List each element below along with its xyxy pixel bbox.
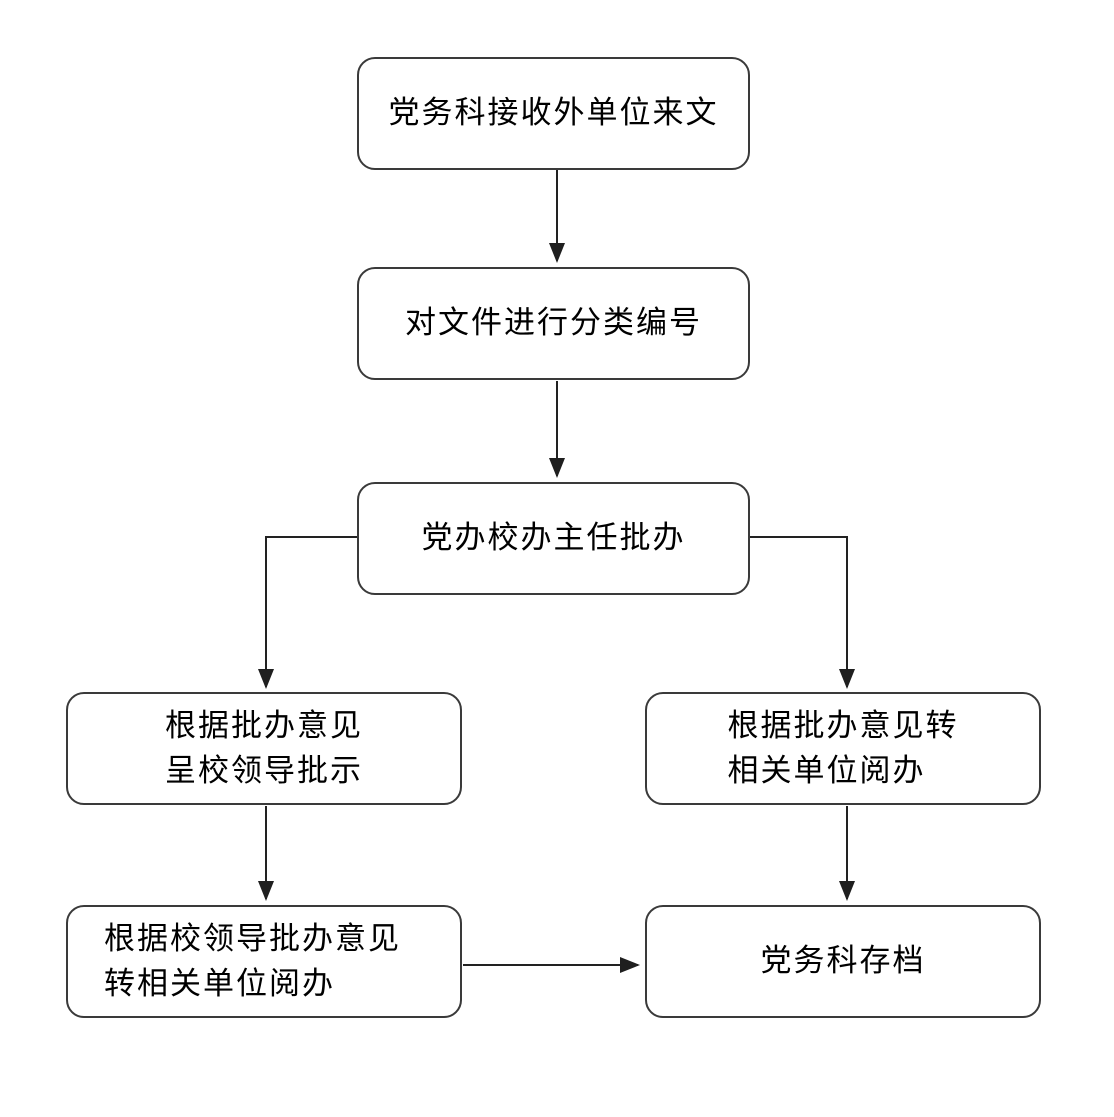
node-label: 对文件进行分类编号	[405, 305, 702, 341]
arrow-director-review-to-submit-leaders	[258, 536, 357, 689]
node-classify-number: 对文件进行分类编号	[357, 267, 750, 380]
node-label: 根据批办意见转 相关单位阅办	[727, 707, 959, 788]
node-label: 根据批办意见 呈校领导批示	[165, 707, 363, 788]
node-director-review: 党办校办主任批办	[357, 482, 750, 595]
node-forward-per-leader-comments: 根据校领导批办意见 转相关单位阅办	[66, 905, 462, 1018]
node-label: 党务科接收外单位来文	[388, 95, 719, 131]
node-submit-school-leaders: 根据批办意见 呈校领导批示	[66, 692, 462, 805]
node-label: 党办校办主任批办	[421, 520, 686, 556]
node-archive: 党务科存档	[645, 905, 1041, 1018]
node-forward-related-units: 根据批办意见转 相关单位阅办	[645, 692, 1041, 805]
arrow-director-review-to-forward-units	[750, 536, 855, 689]
node-label: 根据校领导批办意见 转相关单位阅办	[104, 920, 401, 1001]
node-receive-documents: 党务科接收外单位来文	[357, 57, 750, 170]
node-label: 党务科存档	[760, 943, 926, 979]
